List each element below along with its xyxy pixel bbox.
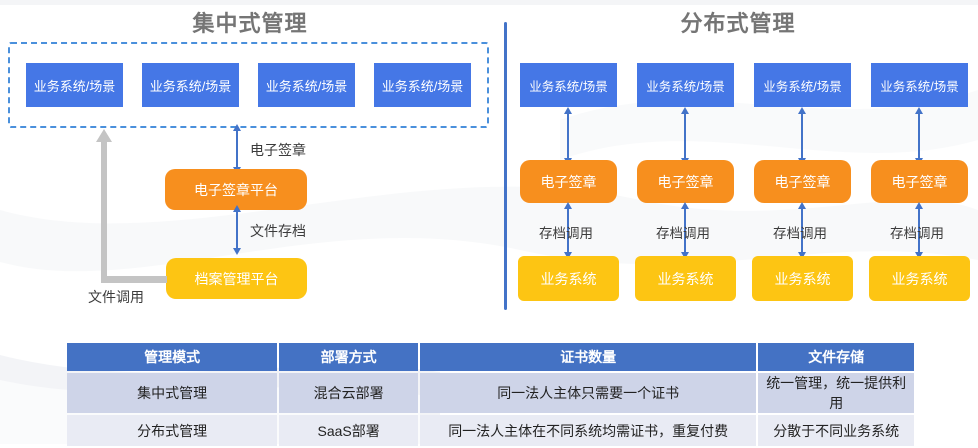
scenario-box: 业务系统/场景: [142, 63, 239, 107]
scenario-box: 业务系统/场景: [520, 63, 617, 107]
business-scenarios-zone: 业务系统/场景 业务系统/场景 业务系统/场景 业务系统/场景: [8, 42, 489, 128]
file-call-arrow-horizontal: [101, 276, 167, 283]
scenario-box: 业务系统/场景: [258, 63, 355, 107]
archive-flow-arrow: [233, 205, 241, 255]
header-cell-mode: 管理模式: [67, 343, 278, 371]
distributed-column: 业务系统/场景 电子签章 存档调用 业务系统: [869, 0, 970, 320]
cell-mode: 分布式管理: [67, 415, 278, 446]
distributed-column: 业务系统/场景 电子签章 存档调用 业务系统: [752, 0, 853, 320]
distributed-title: 分布式管理: [680, 11, 796, 36]
table-header-row: 管理模式 部署方式 证书数量 文件存储: [67, 343, 914, 371]
esign-box: 电子签章: [871, 160, 968, 203]
scenario-box: 业务系统/场景: [26, 63, 123, 107]
archive-call-label: 存档调用: [773, 226, 827, 241]
business-system-box: 业务系统: [635, 256, 736, 301]
esign-box: 电子签章: [754, 160, 851, 203]
esign-box: 电子签章: [520, 160, 617, 203]
table-row: 分布式管理 SaaS部署 同一法人主体在不同系统均需证书，重复付费 分散于不同业…: [67, 415, 914, 446]
cell-storage: 统一管理，统一提供利用: [758, 373, 914, 413]
distributed-column: 业务系统/场景 电子签章 存档调用 业务系统: [635, 0, 736, 320]
scenario-box: 业务系统/场景: [637, 63, 734, 107]
esign-flow-arrow: [233, 124, 241, 174]
archive-platform-box: 档案管理平台: [166, 258, 307, 299]
table-row: 集中式管理 混合云部署 同一法人主体只需要一个证书 统一管理，统一提供利用: [67, 373, 914, 413]
scenario-esign-arrow: [798, 107, 806, 165]
comparison-table: 管理模式 部署方式 证书数量 文件存储 集中式管理 混合云部署 同一法人主体只需…: [65, 341, 916, 448]
business-system-box: 业务系统: [752, 256, 853, 301]
header-cell-certs: 证书数量: [420, 343, 757, 371]
archive-call-label: 存档调用: [656, 226, 710, 241]
scenario-esign-arrow: [564, 107, 572, 165]
esign-platform-box: 电子签章平台: [165, 169, 307, 210]
file-call-arrow-vertical: [101, 141, 107, 283]
scenario-box: 业务系统/场景: [374, 63, 471, 107]
centralized-title: 集中式管理: [192, 11, 308, 36]
section-divider: [504, 22, 507, 310]
esign-box: 电子签章: [637, 160, 734, 203]
cell-deploy: SaaS部署: [279, 415, 418, 446]
business-system-box: 业务系统: [869, 256, 970, 301]
scenario-esign-arrow: [915, 107, 923, 165]
scenario-esign-arrow: [681, 107, 689, 165]
cell-mode: 集中式管理: [67, 373, 278, 413]
scenario-box: 业务系统/场景: [871, 63, 968, 107]
archive-call-label: 存档调用: [539, 226, 593, 241]
cell-certs: 同一法人主体在不同系统均需证书，重复付费: [420, 415, 757, 446]
business-system-box: 业务系统: [518, 256, 619, 301]
cell-deploy: 混合云部署: [279, 373, 418, 413]
header-cell-storage: 文件存储: [758, 343, 914, 371]
cell-certs: 同一法人主体只需要一个证书: [420, 373, 757, 413]
distributed-grid: 业务系统/场景 电子签章 存档调用 业务系统 业务系统/场景 电子签章 存档调用…: [518, 0, 970, 320]
archive-call-label: 存档调用: [890, 226, 944, 241]
distributed-column: 业务系统/场景 电子签章 存档调用 业务系统: [518, 0, 619, 320]
file-call-arrow-head-icon: [96, 129, 112, 142]
archive-flow-label: 文件存档: [250, 223, 306, 239]
scenario-box: 业务系统/场景: [754, 63, 851, 107]
file-call-label: 文件调用: [88, 289, 144, 305]
esign-flow-label: 电子签章: [250, 142, 306, 158]
cell-storage: 分散于不同业务系统: [758, 415, 914, 446]
header-cell-deploy: 部署方式: [279, 343, 418, 371]
